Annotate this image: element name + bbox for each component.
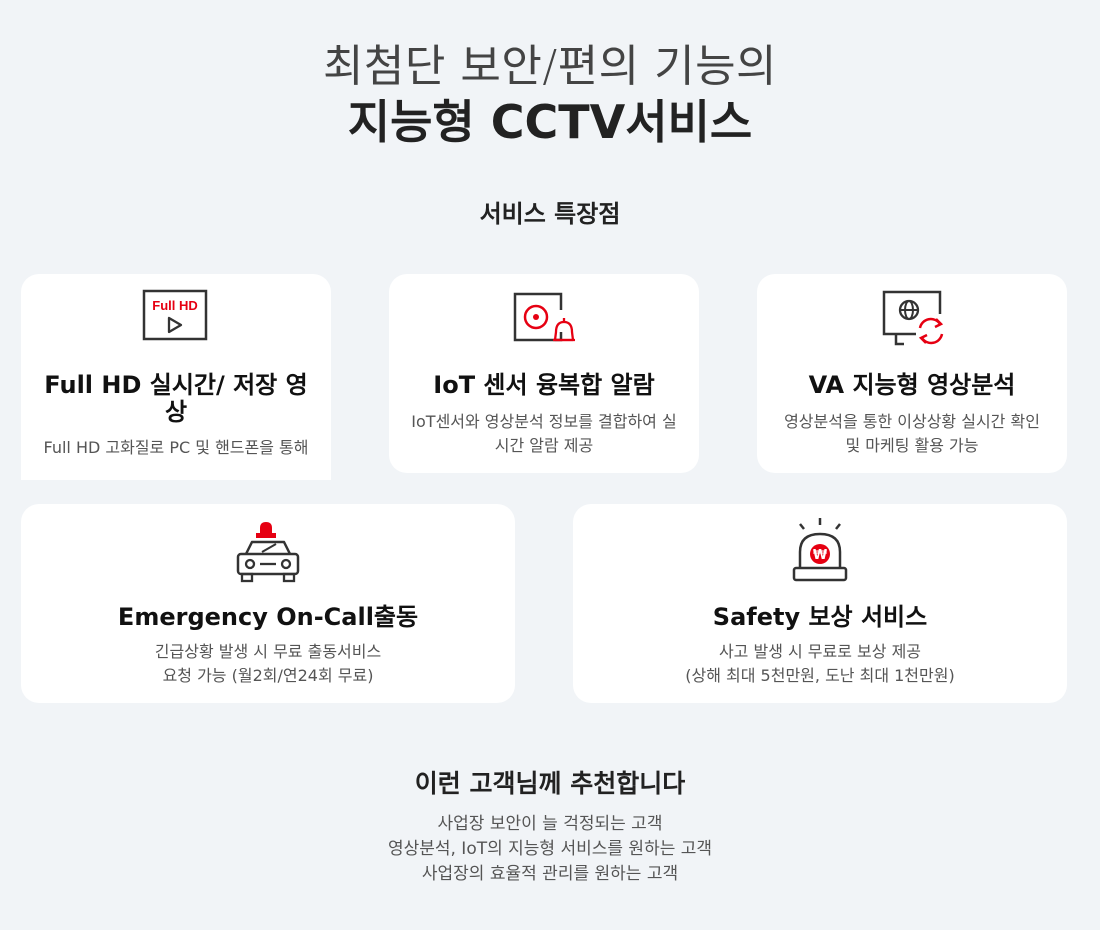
recommend-item: 사업장의 효율적 관리를 원하는 고객 (421, 864, 679, 884)
safety-siren-icon: ₩ (784, 516, 856, 590)
feature-card-emergency: Emergency On-Call출동 긴급상황 발생 시 무료 출동서비스 요… (21, 504, 515, 703)
feature-card-video-analysis: VA 지능형 영상분석 영상분석을 통한 이상상황 실시간 확인 및 마케팅 활… (757, 274, 1067, 473)
won-sign-text: ₩ (813, 548, 828, 563)
feature-card-title: VA 지능형 영상분석 (808, 371, 1016, 399)
video-analysis-icon (876, 288, 948, 354)
feature-card-desc-line: 사고 발생 시 무료로 보상 제공 (718, 642, 922, 661)
feature-card-title: Safety 보상 서비스 (712, 603, 928, 631)
feature-card-desc-line: (상해 최대 5천만원, 도난 최대 1천만원) (685, 666, 955, 685)
recommend-item: 영상분석, IoT의 지능형 서비스를 원하는 고객 (387, 839, 713, 859)
recommend-item: 사업장 보안이 늘 걱정되는 고객 (437, 814, 663, 834)
hero-subtitle: 최첨단 보안/편의 기능의 (322, 41, 778, 92)
feature-card-desc: 긴급상황 발생 시 무료 출동서비스 요청 가능 (월2회/연24회 무료) (41, 640, 495, 688)
features-title: 서비스 특장점 (479, 200, 621, 228)
feature-card-title: IoT 센서 융복합 알람 (433, 371, 655, 399)
emergency-car-icon (232, 516, 304, 590)
full-hd-icon: Full HD (141, 288, 211, 350)
feature-card-title: Emergency On-Call출동 (117, 603, 419, 631)
full-hd-icon-text: Full HD (152, 298, 198, 313)
iot-alarm-icon (509, 288, 579, 352)
hero-title: 지능형 CCTV서비스 (347, 95, 753, 149)
feature-card-title: Full HD 실시간/ 저장 영상 (44, 371, 308, 426)
feature-card-safety: ₩ Safety 보상 서비스 사고 발생 시 무료로 보상 제공 (상해 최대… (573, 504, 1067, 703)
recommend-title: 이런 고객님께 추천합니다 (414, 769, 686, 798)
feature-card-full-hd: Full HD Full HD 실시간/ 저장 영상 Full HD 고화질로 … (21, 274, 331, 480)
feature-card-desc: IoT센서와 영상분석 정보를 결합하여 실시간 알람 제공 (411, 412, 677, 455)
feature-card-desc-line: 긴급상황 발생 시 무료 출동서비스 (154, 642, 382, 661)
feature-card-desc: Full HD 고화질로 PC 및 핸드폰을 통해 (43, 438, 309, 457)
feature-card-desc-line: 요청 가능 (월2회/연24회 무료) (162, 666, 374, 685)
feature-card-desc: 사고 발생 시 무료로 보상 제공 (상해 최대 5천만원, 도난 최대 1천만… (593, 640, 1047, 688)
recommend-list: 사업장 보안이 늘 걱정되는 고객 영상분석, IoT의 지능형 서비스를 원하… (0, 812, 1100, 887)
feature-card-desc: 영상분석을 통한 이상상황 실시간 확인 및 마케팅 활용 가능 (784, 412, 1040, 455)
feature-card-iot-alarm: IoT 센서 융복합 알람 IoT센서와 영상분석 정보를 결합하여 실시간 알… (389, 274, 699, 473)
